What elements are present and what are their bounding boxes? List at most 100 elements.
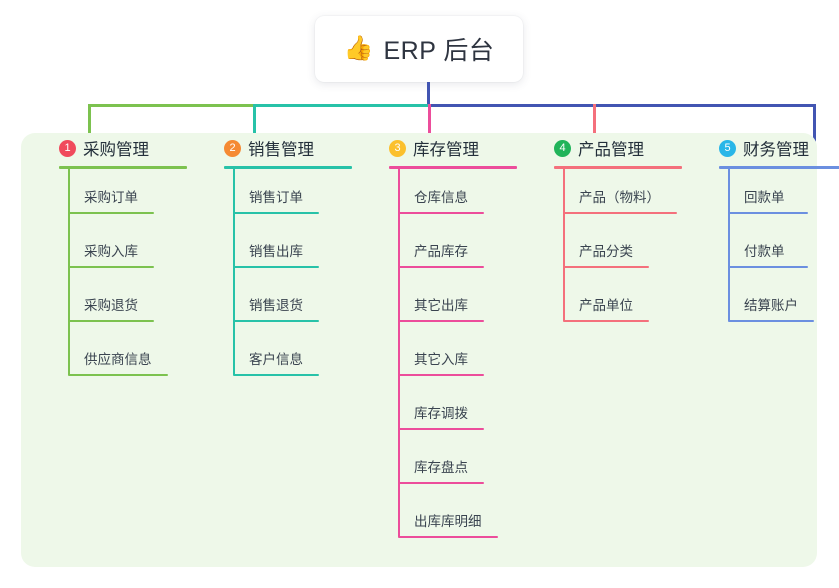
submodule-rule <box>68 374 168 376</box>
module-number-badge: 5 <box>719 139 736 157</box>
submodule-label: 产品（物料） <box>579 190 660 205</box>
submodule-item[interactable]: 销售退货 <box>233 277 319 322</box>
module-title: 库存管理 <box>413 141 479 159</box>
module-header-4[interactable]: 4 产品管理 <box>536 133 684 163</box>
submodule-label: 供应商信息 <box>84 352 152 367</box>
submodule-label: 结算账户 <box>744 298 798 313</box>
modules-panel: 1 采购管理采购订单采购入库采购退货供应商信息 2 销售管理销售订单销售出库销售退货客… <box>21 133 839 567</box>
submodule-item[interactable]: 销售出库 <box>233 223 319 268</box>
module-column-4: 4 产品管理产品（物料） 产品分类产品单位 <box>536 133 684 322</box>
module-spine <box>68 166 70 375</box>
submodule-label: 采购入库 <box>84 244 138 259</box>
submodule-rule <box>398 320 484 322</box>
submodule-rule <box>398 428 484 430</box>
branch-drop-2 <box>253 104 256 151</box>
module-number-badge: 1 <box>59 139 76 157</box>
submodule-label: 销售出库 <box>249 244 303 259</box>
module-spine <box>563 166 565 321</box>
module-column-1: 1 采购管理采购订单采购入库采购退货供应商信息 <box>41 133 189 376</box>
submodule-item[interactable]: 仓库信息 <box>398 169 484 214</box>
module-header-rule <box>554 166 682 169</box>
bus-segment-2 <box>253 104 428 107</box>
submodule-label: 产品库存 <box>414 244 468 259</box>
submodule-rule <box>233 320 319 322</box>
submodule-label: 采购订单 <box>84 190 138 205</box>
submodule-label: 出库库明细 <box>414 514 482 529</box>
submodule-label: 客户信息 <box>249 352 303 367</box>
diagram-title-card: 👍 ERP 后台 <box>315 16 523 82</box>
submodule-item[interactable]: 其它出库 <box>398 277 484 322</box>
submodule-item[interactable]: 结算账户 <box>728 277 814 322</box>
submodule-item[interactable]: 回款单 <box>728 169 808 214</box>
submodule-label: 回款单 <box>744 190 785 205</box>
module-column-5: 5 财务管理回款单付款单结算账户 <box>701 133 839 322</box>
submodule-item[interactable]: 销售订单 <box>233 169 319 214</box>
submodule-item[interactable]: 产品（物料） <box>563 169 677 214</box>
submodule-rule <box>398 536 498 538</box>
module-column-2: 2 销售管理销售订单销售出库销售退货客户信息 <box>206 133 354 376</box>
page-title: ERP 后台 <box>383 37 495 65</box>
module-title: 销售管理 <box>248 141 314 159</box>
submodule-item[interactable]: 采购入库 <box>68 223 154 268</box>
module-title: 产品管理 <box>578 141 644 159</box>
module-title: 采购管理 <box>83 141 149 159</box>
module-spine <box>398 166 400 537</box>
submodule-item[interactable]: 供应商信息 <box>68 331 168 376</box>
trunk-connector <box>427 82 430 106</box>
submodule-label: 其它出库 <box>414 298 468 313</box>
branch-drop-5 <box>813 104 816 151</box>
submodule-item[interactable]: 客户信息 <box>233 331 319 376</box>
submodule-label: 采购退货 <box>84 298 138 313</box>
submodule-rule <box>398 266 484 268</box>
submodule-rule <box>728 212 808 214</box>
submodule-rule <box>233 212 319 214</box>
module-header-2[interactable]: 2 销售管理 <box>206 133 354 163</box>
submodule-rule <box>233 266 319 268</box>
submodule-rule <box>398 374 484 376</box>
submodule-label: 库存调拨 <box>414 406 468 421</box>
module-header-5[interactable]: 5 财务管理 <box>701 133 839 163</box>
submodule-rule <box>563 266 649 268</box>
thumbs-up-icon: 👍 <box>343 35 374 62</box>
submodule-item[interactable]: 其它入库 <box>398 331 484 376</box>
submodule-label: 销售退货 <box>249 298 303 313</box>
submodule-item[interactable]: 产品单位 <box>563 277 649 322</box>
module-number-badge: 2 <box>224 139 241 157</box>
submodule-rule <box>398 212 484 214</box>
submodule-rule <box>563 320 649 322</box>
submodule-label: 产品单位 <box>579 298 633 313</box>
bus-segment-5 <box>758 104 813 107</box>
submodule-rule <box>728 320 814 322</box>
submodule-item[interactable]: 库存盘点 <box>398 439 484 484</box>
module-number-badge: 3 <box>389 139 406 157</box>
branch-drop-4 <box>593 104 596 151</box>
module-column-3: 3 库存管理仓库信息产品库存其它出库其它入库库存调拨库存盘点出库库明细 <box>371 133 519 538</box>
submodule-item[interactable]: 库存调拨 <box>398 385 484 430</box>
submodule-item[interactable]: 产品分类 <box>563 223 649 268</box>
module-header-rule <box>59 166 187 169</box>
submodule-rule <box>68 212 154 214</box>
module-number-badge: 4 <box>554 139 571 157</box>
submodule-item[interactable]: 采购退货 <box>68 277 154 322</box>
submodule-item[interactable]: 付款单 <box>728 223 808 268</box>
module-spine <box>728 166 730 321</box>
submodule-item[interactable]: 采购订单 <box>68 169 154 214</box>
module-header-rule <box>224 166 352 169</box>
bus-segment-1 <box>88 104 253 107</box>
submodule-label: 仓库信息 <box>414 190 468 205</box>
module-header-rule <box>719 166 839 169</box>
module-header-1[interactable]: 1 采购管理 <box>41 133 189 163</box>
submodule-rule <box>728 266 808 268</box>
submodule-label: 销售订单 <box>249 190 303 205</box>
submodule-rule <box>563 212 677 214</box>
submodule-label: 其它入库 <box>414 352 468 367</box>
module-title: 财务管理 <box>743 141 809 159</box>
module-header-rule <box>389 166 517 169</box>
module-header-3[interactable]: 3 库存管理 <box>371 133 519 163</box>
submodule-label: 付款单 <box>744 244 785 259</box>
submodule-item[interactable]: 产品库存 <box>398 223 484 268</box>
submodule-label: 库存盘点 <box>414 460 468 475</box>
bus-segment-3 <box>428 104 593 107</box>
submodule-item[interactable]: 出库库明细 <box>398 493 498 538</box>
